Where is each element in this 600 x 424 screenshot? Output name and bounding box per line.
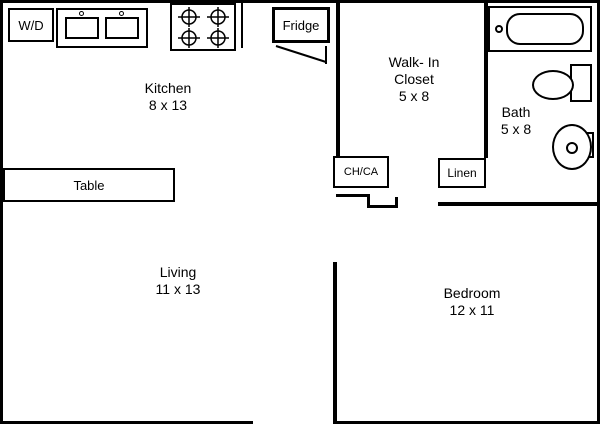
wall-closet-left [336, 0, 340, 158]
walk-in-closet-name-line2: Closet [394, 71, 434, 87]
wall-living-bedroom [333, 262, 337, 424]
living-name: Living [159, 264, 197, 280]
wall-exterior-top [0, 0, 600, 3]
bath-name: Bath [501, 104, 531, 120]
kitchen-sink-basin-left [65, 17, 99, 39]
walk-in-closet-dims: 5 x 8 [398, 88, 430, 104]
wall-exterior-bottom-left [0, 421, 253, 424]
bath-label: Bath 5 x 8 [476, 104, 556, 138]
wall-step-4 [395, 197, 398, 208]
table-box: Table [3, 168, 175, 202]
fridge-box: Fridge [272, 7, 330, 43]
bedroom-label: Bedroom 12 x 11 [402, 285, 542, 319]
wall-step-2 [367, 194, 370, 208]
kitchen-name: Kitchen [144, 80, 192, 96]
faucet-icon [119, 11, 124, 16]
living-dims: 11 x 13 [155, 281, 201, 297]
wall-exterior-bottom-right [333, 421, 600, 424]
washer-dryer-label: W/D [18, 17, 44, 33]
faucet-icon [79, 11, 84, 16]
table-label: Table [73, 177, 105, 193]
kitchen-sink-basin-right [105, 17, 139, 39]
walk-in-closet-label: Walk- In Closet 5 x 8 [354, 54, 474, 105]
stove-burners-icon [178, 7, 229, 48]
toilet-icon [532, 70, 574, 100]
wall-step-3 [367, 205, 398, 208]
stove-icon [170, 3, 236, 51]
wall-step-1 [336, 194, 370, 197]
kitchen-label: Kitchen 8 x 13 [98, 80, 238, 114]
wall-exterior-left [0, 0, 3, 424]
linen-box: Linen [438, 158, 486, 188]
bedroom-dims: 12 x 11 [449, 302, 495, 318]
wall-bath-bedroom [438, 202, 600, 206]
bathtub-basin [506, 13, 584, 45]
living-label: Living 11 x 13 [108, 264, 248, 298]
linen-label: Linen [447, 166, 477, 180]
kitchen-dims: 8 x 13 [148, 97, 188, 113]
bathtub-faucet-icon [495, 25, 503, 33]
wall-exterior-right [597, 0, 600, 424]
washer-dryer-box: W/D [8, 8, 54, 42]
counter-divider [241, 3, 243, 48]
walk-in-closet-name-line1: Walk- In [388, 54, 440, 70]
bedroom-name: Bedroom [443, 285, 501, 301]
fridge-label: Fridge [282, 17, 320, 33]
fridge-door-swing-line [275, 45, 327, 64]
bath-dims: 5 x 8 [500, 121, 532, 137]
chase-box: CH/CA [333, 156, 389, 188]
bathroom-sink-drain [566, 142, 578, 154]
wall-closet-right [484, 0, 488, 158]
chase-label: CH/CA [343, 166, 379, 178]
